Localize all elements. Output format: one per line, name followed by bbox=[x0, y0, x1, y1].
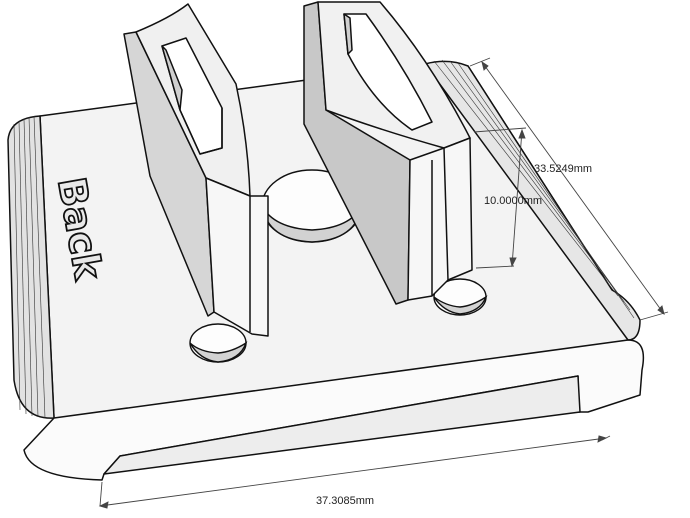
dimension-depth-label: 33.5249mm bbox=[534, 163, 592, 175]
dimension-width-label: 37.3085mm bbox=[316, 495, 374, 507]
dimension-width bbox=[98, 435, 611, 509]
plate-right-edge bbox=[424, 60, 641, 341]
front-notch-inner bbox=[103, 375, 581, 475]
right-slot-holder bbox=[303, 1, 473, 305]
mount-hole-left bbox=[189, 323, 248, 363]
left-slot-holder bbox=[123, 3, 269, 337]
left-holder-base-face bbox=[205, 177, 269, 337]
dimension-depth bbox=[469, 57, 669, 321]
edge-facets bbox=[13, 59, 635, 419]
right-holder-base-face bbox=[407, 137, 473, 301]
dimension-slot-height bbox=[473, 127, 527, 269]
right-holder-slot bbox=[343, 13, 433, 131]
dimension-slot-height-label: 10.0000mm bbox=[484, 195, 542, 207]
mount-hole-right bbox=[433, 278, 488, 316]
